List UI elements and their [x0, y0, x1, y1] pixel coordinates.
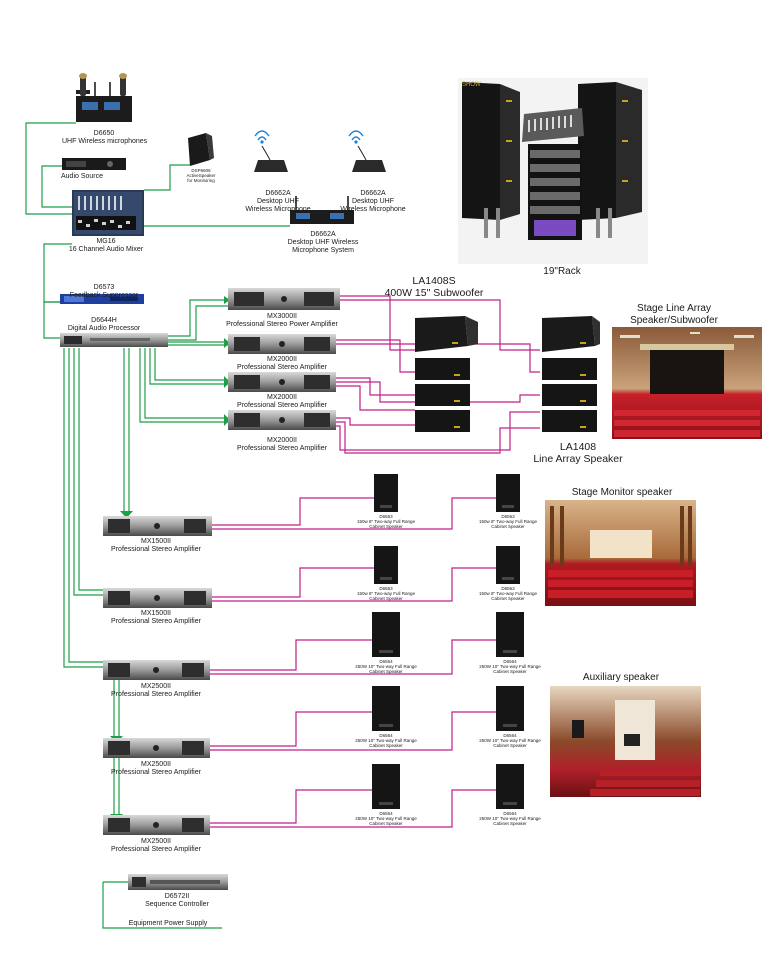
mx2000-amplifier-1: [228, 334, 336, 354]
mg16-mixer: [72, 190, 144, 236]
speaker-cables: [210, 295, 540, 828]
cabinet-speakers: [372, 474, 524, 809]
d6564-speaker-2l: [372, 686, 400, 731]
mx1500-amplifier-1: [103, 516, 212, 536]
rack-label: 19"Rack: [543, 266, 581, 277]
stage-monitor-title: Stage Monitor speaker: [571, 487, 673, 498]
d6564-speaker-1r: [496, 612, 524, 657]
d6564-speaker-3l: [372, 764, 400, 809]
mx3000-amplifier: [228, 288, 340, 310]
signal-cables: [25, 122, 290, 929]
d6650-receiver: [76, 73, 132, 122]
d6573-feedback-suppressor: [60, 294, 144, 304]
auxiliary-photo: [550, 686, 701, 797]
mx2500-amplifier-1: [103, 660, 210, 680]
d6644h-processor: [60, 333, 168, 347]
mx2000-amplifier-2: [228, 372, 336, 392]
mx1500-amplifier-2: [103, 588, 212, 608]
mx2000-amplifier-3: [228, 410, 336, 430]
stage-line-array-photo: [612, 327, 762, 439]
audio-source-label: Audio Source: [60, 173, 104, 180]
rack-photo: SHOW: [458, 78, 648, 264]
rack-logo: SHOW: [462, 82, 481, 88]
la1408-right-array: [542, 316, 600, 432]
mx2500-amplifier-3: [103, 815, 210, 835]
d6564-speaker-3r: [496, 764, 524, 809]
dsp6606-speaker: [188, 133, 214, 166]
audio-source-device: [62, 158, 126, 170]
stage-monitor-photo: [545, 500, 696, 606]
la1408-left-array: [415, 316, 478, 432]
d6564-speaker-1l: [372, 612, 400, 657]
power-supply-label: Equipment Power Supply: [128, 920, 208, 927]
mx2500-amplifier-2: [103, 738, 210, 758]
d6564-speaker-2r: [496, 686, 524, 731]
d6662a-desktop-mic-left: [254, 130, 288, 172]
d6662a-desktop-mic-right: [348, 130, 386, 172]
d6662a-receiver: [290, 196, 354, 224]
d6572-sequence-controller: [128, 874, 228, 890]
auxiliary-title: Auxiliary speaker: [582, 672, 660, 683]
